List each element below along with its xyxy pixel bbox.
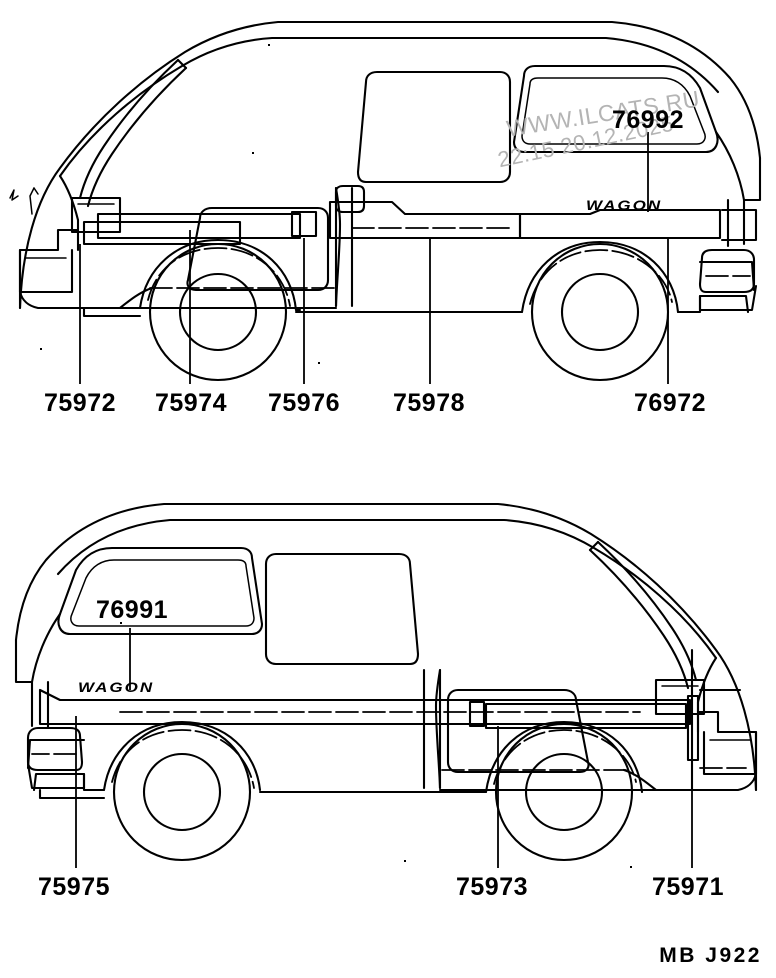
lower-van-illustration	[14, 502, 758, 868]
footer-diagram-code: MB J922	[659, 944, 762, 967]
part-label-75978: 75978	[393, 389, 466, 417]
part-label-76972: 76972	[634, 389, 707, 417]
callout-76991: 76991	[96, 596, 169, 624]
lower-view-leader-lines	[75, 628, 693, 868]
part-label-75973: 75973	[456, 873, 529, 901]
part-label-75972: 75972	[44, 389, 117, 417]
upper-view-leader-lines	[79, 132, 669, 384]
part-label-75976: 75976	[268, 389, 341, 417]
wagon-decal-lower: WAGON	[78, 679, 155, 696]
callout-76992: 76992	[612, 106, 685, 134]
part-label-75971: 75971	[652, 873, 725, 901]
part-label-75974: 75974	[155, 389, 228, 417]
wagon-decal-upper: WAGON	[586, 197, 663, 214]
part-label-75975: 75975	[38, 873, 111, 901]
